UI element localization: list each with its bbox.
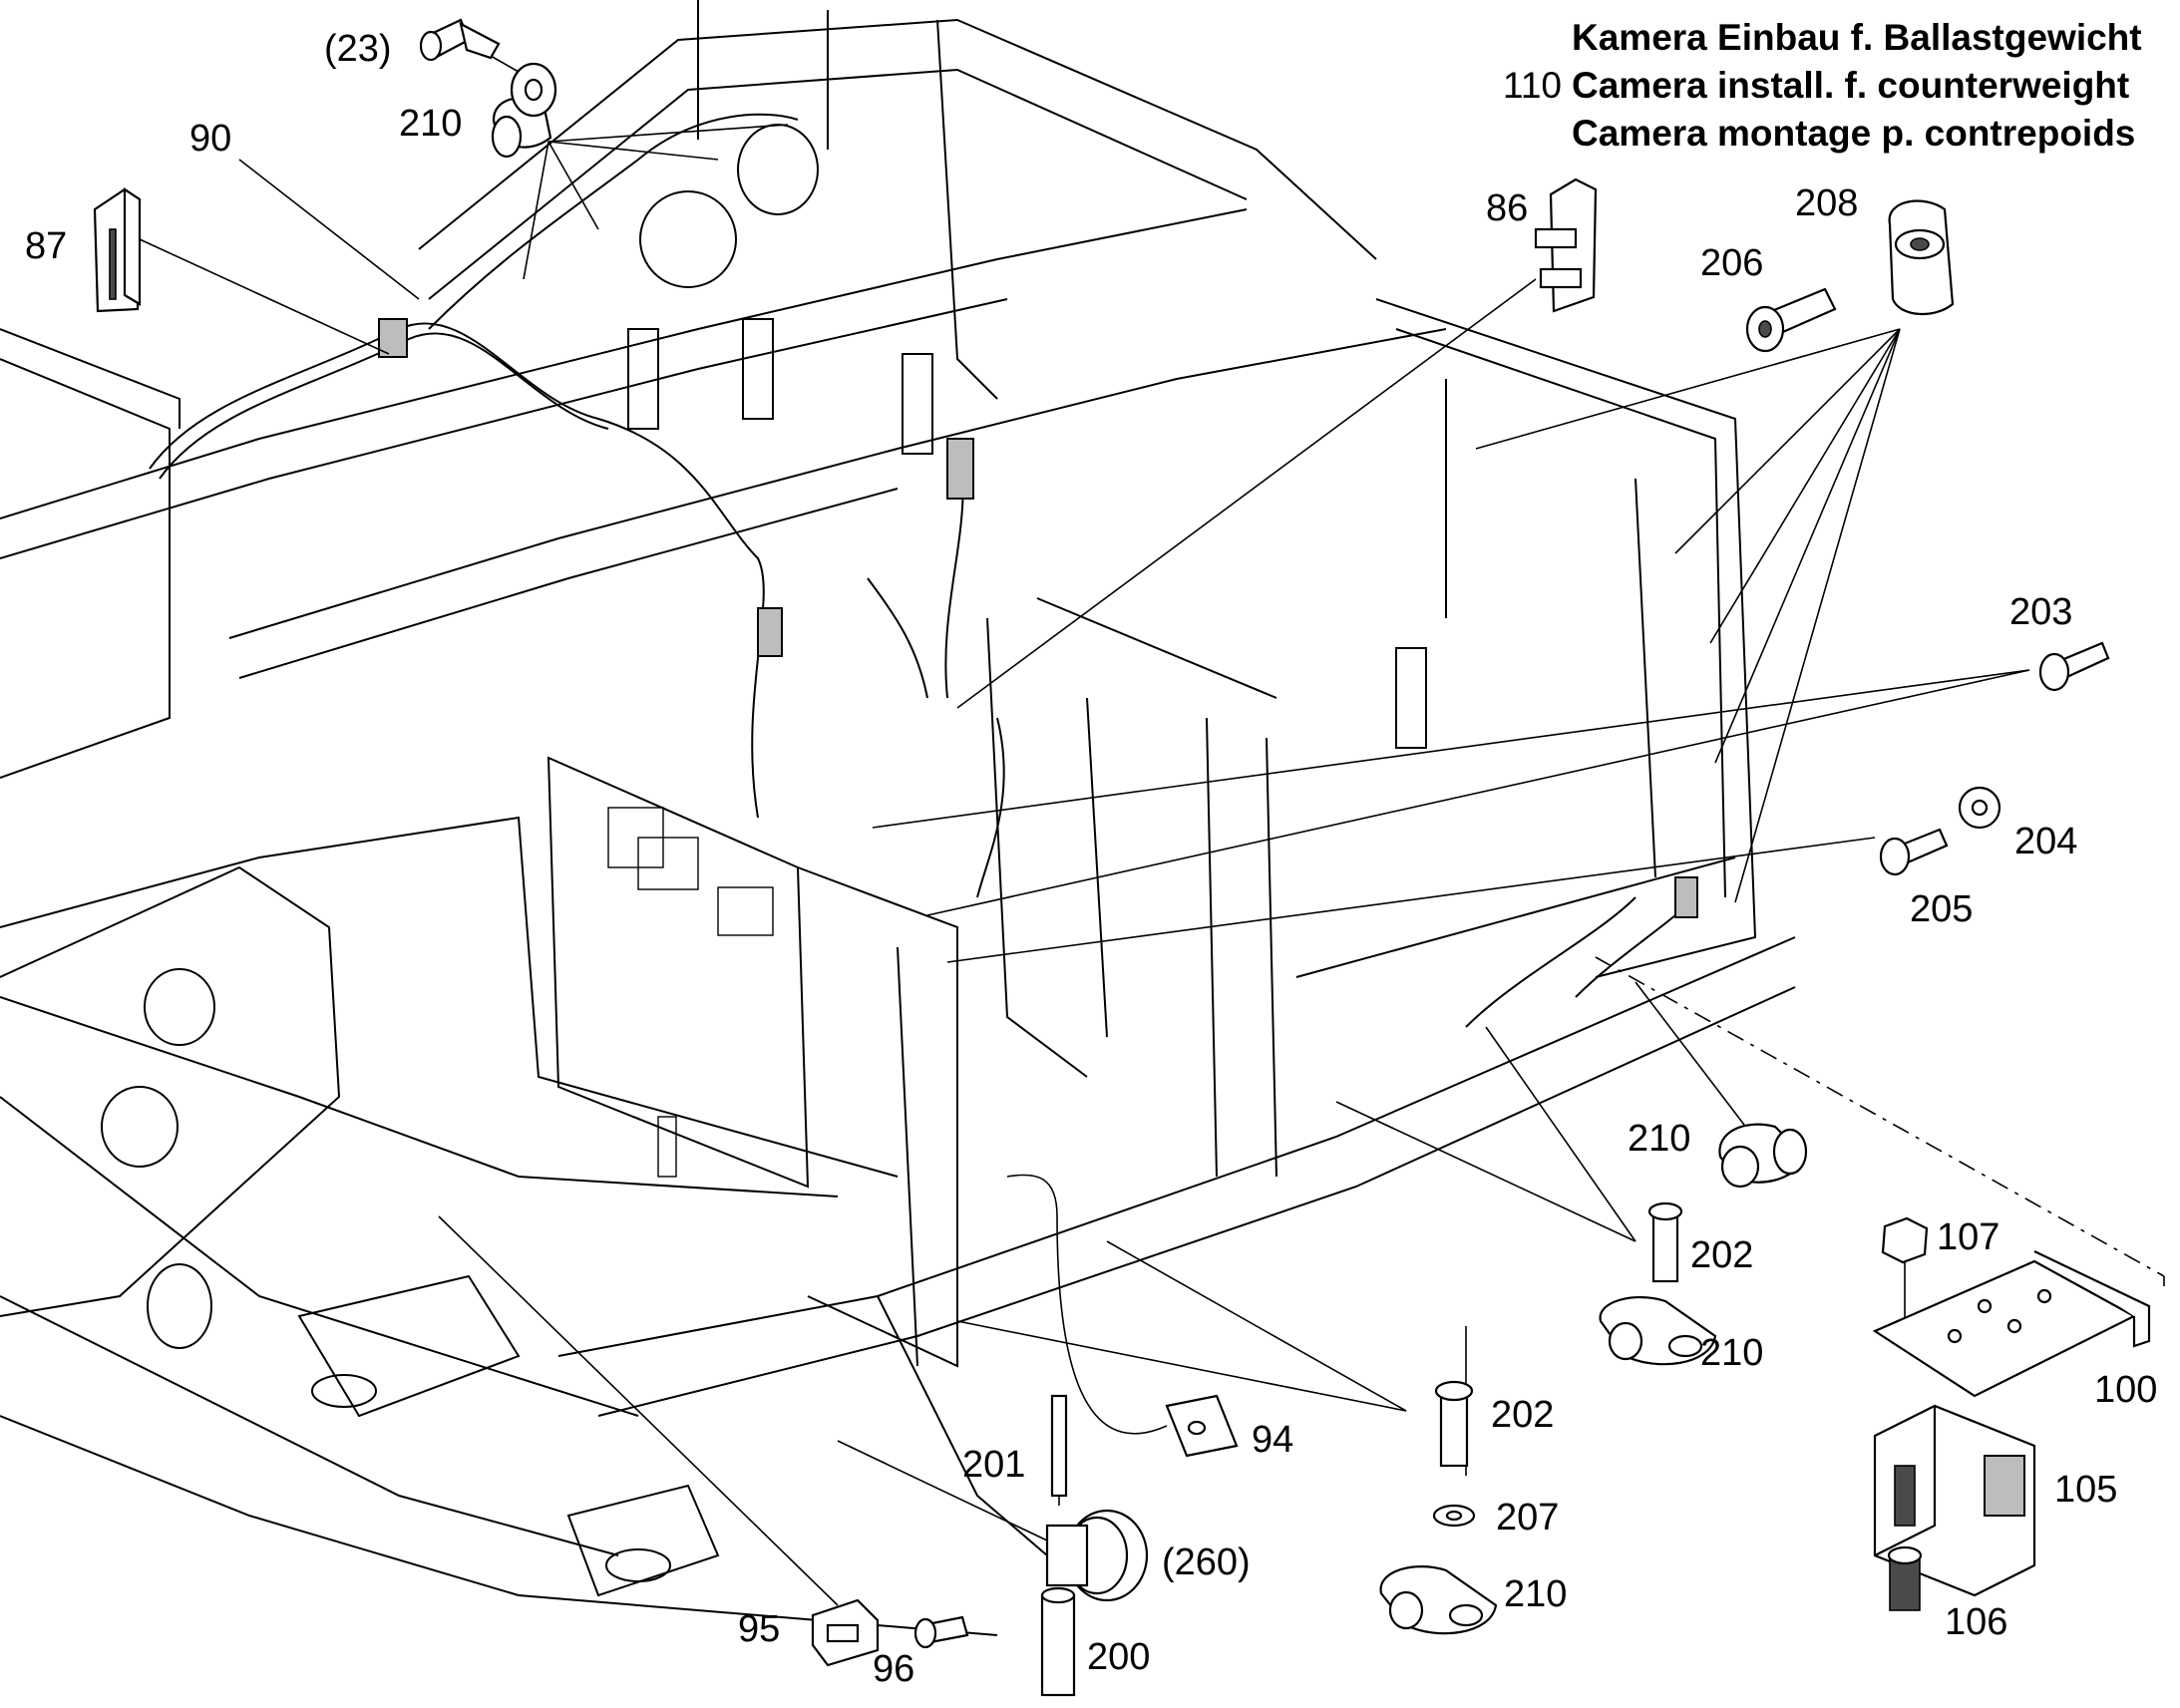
part-210-clamp-right bbox=[1718, 1123, 1808, 1189]
part-207-washer bbox=[1432, 1504, 1476, 1528]
callout-205: 205 bbox=[1910, 888, 1974, 930]
callout-95: 95 bbox=[738, 1608, 781, 1650]
part-202-screw-low bbox=[1434, 1380, 1474, 1468]
part-208-clamp bbox=[1888, 199, 1955, 316]
part-210-clamp-mid bbox=[1599, 1296, 1717, 1366]
part-86-bracket bbox=[1534, 177, 1598, 313]
part-87-bracket bbox=[93, 186, 142, 313]
callout-210-right: 210 bbox=[1628, 1118, 1691, 1160]
callout-202-low: 202 bbox=[1491, 1394, 1555, 1436]
callout-208: 208 bbox=[1795, 182, 1859, 224]
part-205-screw bbox=[1879, 828, 1949, 876]
callout-200: 200 bbox=[1087, 1636, 1151, 1678]
callout-210-top: 210 bbox=[399, 103, 463, 145]
title-line-german: Kamera Einbau f. Ballastgewicht bbox=[1572, 17, 2142, 58]
callout-210-low: 210 bbox=[1504, 1573, 1568, 1615]
part-100-bracket-plate bbox=[1872, 1250, 2151, 1398]
callout-106: 106 bbox=[1945, 1601, 2008, 1643]
callout-94: 94 bbox=[1252, 1419, 1294, 1461]
part-200-rod bbox=[1040, 1586, 1076, 1697]
part-202-screw-mid bbox=[1647, 1201, 1683, 1283]
part-210-clamp-top bbox=[491, 62, 557, 159]
part-94-sleeve bbox=[1165, 1394, 1239, 1458]
callout-87: 87 bbox=[25, 225, 68, 267]
machine-frame bbox=[0, 0, 1796, 1636]
callout-210-mid: 210 bbox=[1700, 1332, 1764, 1374]
callout-206: 206 bbox=[1700, 242, 1764, 284]
part-23-screw bbox=[419, 18, 501, 62]
part-201-bolt bbox=[1050, 1394, 1068, 1498]
callout-90: 90 bbox=[189, 118, 232, 160]
title-line-french: Camera montage p. contrepoids bbox=[1572, 113, 2136, 154]
callout-203: 203 bbox=[2009, 591, 2073, 633]
assembly-number: 110 bbox=[1503, 65, 1562, 106]
callout-86: 86 bbox=[1486, 187, 1529, 229]
part-95-cover bbox=[811, 1598, 880, 1667]
callout-207: 207 bbox=[1496, 1497, 1560, 1538]
callout-23: (23) bbox=[324, 28, 392, 70]
part-96-screw bbox=[913, 1615, 969, 1649]
callout-202-mid: 202 bbox=[1690, 1234, 1754, 1276]
callout-201: 201 bbox=[962, 1444, 1026, 1486]
part-107-nut bbox=[1881, 1216, 1929, 1264]
part-203-screw bbox=[2038, 641, 2110, 692]
title-line-english: Camera install. f. counterweight bbox=[1572, 65, 2130, 106]
callout-100: 100 bbox=[2094, 1369, 2158, 1411]
part-206-screw bbox=[1745, 287, 1837, 353]
wiring-harness bbox=[149, 113, 1698, 1028]
part-260-grommet bbox=[1045, 1509, 1149, 1602]
callout-105: 105 bbox=[2054, 1469, 2118, 1511]
part-204-washer bbox=[1958, 786, 2001, 830]
part-105-camera bbox=[1873, 1404, 2036, 1597]
callout-204: 204 bbox=[2014, 821, 2078, 862]
leader-lines bbox=[139, 51, 2165, 1606]
callout-96: 96 bbox=[873, 1648, 915, 1690]
callout-260: (260) bbox=[1162, 1541, 1251, 1583]
callout-107: 107 bbox=[1937, 1216, 2000, 1258]
part-106-screw bbox=[1887, 1545, 1923, 1611]
part-210-clamp-low bbox=[1379, 1565, 1498, 1635]
